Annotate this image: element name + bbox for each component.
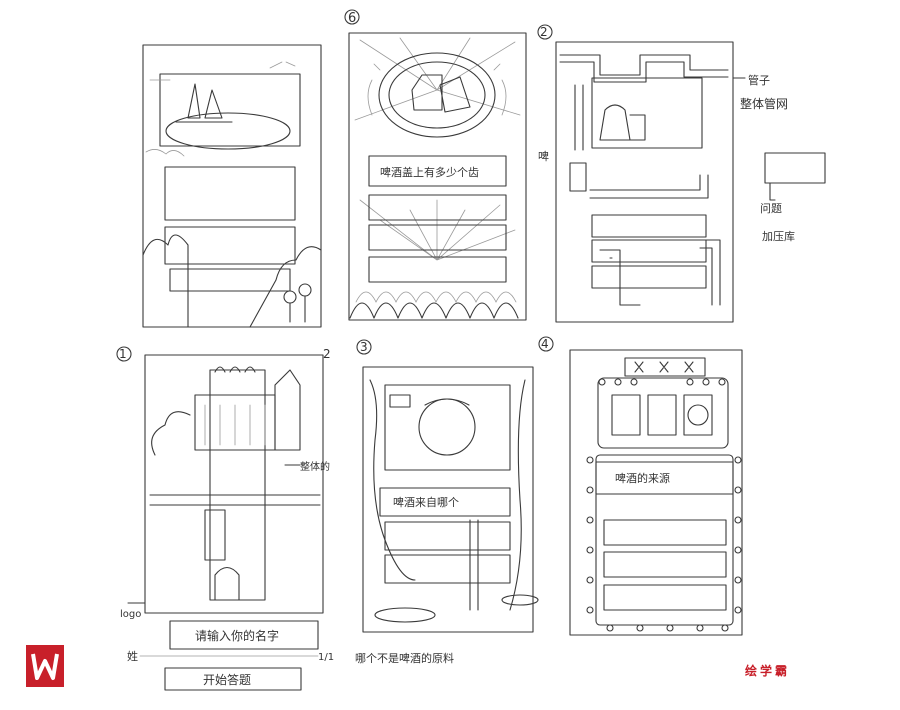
panel-6: 4 啤酒的来源 — [538, 336, 743, 636]
panel-1 — [142, 44, 322, 328]
note-4: 加压库 — [762, 230, 795, 243]
right-note: 1/1 — [318, 652, 334, 663]
bottom-area: 请输入你的名字 姓 1/1 开始答题 — [127, 620, 334, 691]
note-1: 管子 — [748, 73, 770, 87]
panel-caption: 啤酒来自哪个 — [393, 495, 459, 509]
panel-note: 整体的 — [300, 460, 330, 473]
side-label: 啤 — [538, 149, 549, 163]
panel-3: 2 啤 管子 整体管网 问题 加压库 — [537, 24, 826, 323]
brand-name: 绘学霸 — [745, 664, 791, 678]
panel-4: 1 2 整体的 logo — [116, 346, 331, 620]
panel-number: 2 — [540, 25, 548, 39]
panel-number: 6 — [348, 11, 356, 26]
start-button-label: 开始答题 — [203, 672, 251, 687]
panel-number: 3 — [360, 340, 368, 354]
panel-caption: 啤酒盖上有多少个齿 — [380, 165, 479, 179]
note-2: 整体管网 — [740, 96, 788, 111]
panel-5: 3 啤酒来自哪个 哪个不是啤酒的原料 — [355, 339, 539, 665]
logo-mark-icon — [31, 653, 59, 680]
note-3: 问题 — [760, 202, 782, 215]
panel-number-right: 2 — [323, 347, 331, 361]
name-input-label: 请输入你的名字 — [195, 628, 279, 643]
logo-label: logo — [120, 609, 141, 620]
brand-logo — [26, 645, 64, 687]
panel-number: 1 — [119, 347, 127, 361]
panel-2: 6 啤酒盖上有多少个齿 — [344, 9, 527, 321]
panel-number: 4 — [541, 337, 549, 351]
footnote: 哪个不是啤酒的原料 — [355, 651, 454, 665]
panel-caption: 啤酒的来源 — [615, 471, 670, 485]
left-note: 姓 — [127, 649, 138, 663]
